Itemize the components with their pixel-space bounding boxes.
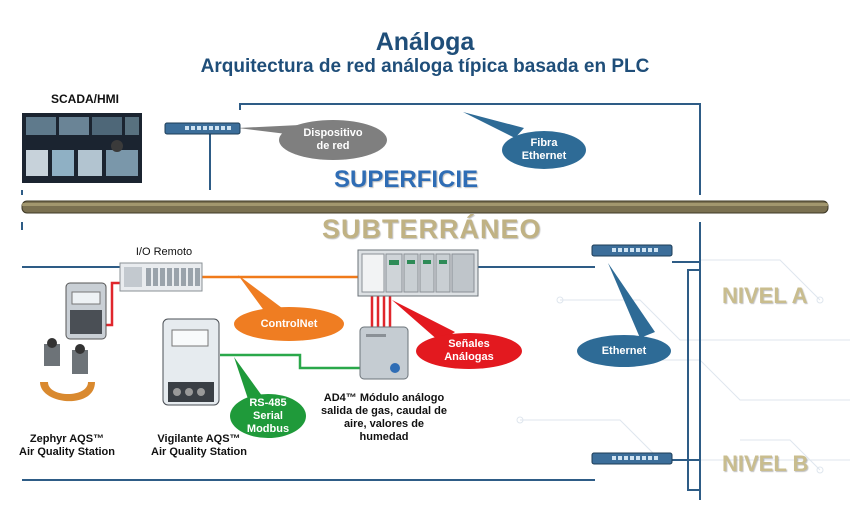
scada-hmi-image — [22, 113, 142, 183]
page-title: Análoga — [375, 28, 475, 56]
remote-io-zephyr-line — [103, 281, 120, 327]
callout-tail-fiber — [463, 112, 524, 138]
ad4-label-line1: AD4™ Módulo análogo — [323, 392, 445, 404]
vigilante-aqs-label-line2: Air Quality Station — [151, 446, 247, 458]
callout-tail-ethernet — [608, 263, 655, 338]
zephyr-aqs-label-line2: Air Quality Station — [19, 446, 115, 458]
ad4-module-label: AD4™ Módulo análogo salida de gas, cauda… — [318, 392, 450, 444]
callout-controlnet — [234, 307, 344, 341]
zone-label-underground: SUBTERRÁNEO — [322, 214, 542, 244]
callout-ethernet-text: Ethernet — [601, 345, 647, 357]
callout-tail-analog — [392, 300, 455, 342]
callout-tail-controlnet — [238, 275, 282, 316]
modbus-line — [220, 353, 360, 370]
callout-rs485-line3: Modbus — [246, 423, 290, 435]
callout-tail-rs485 — [234, 357, 265, 405]
zone-label-level-b: NIVEL B — [722, 451, 809, 476]
network-switch-level-b — [591, 452, 673, 465]
callout-analog-text: Señales Análogas — [420, 338, 518, 364]
callout-ethernet — [577, 335, 671, 367]
callout-rs485-line1: RS-485 — [249, 397, 287, 409]
callout-controlnet-text: ControlNet — [260, 318, 318, 330]
zone-label-surface: SUPERFICIE — [334, 166, 479, 193]
callout-network-device-line1: Dispositivo — [303, 127, 363, 139]
ad4-module — [359, 326, 409, 380]
callout-fiber — [502, 131, 586, 169]
zephyr-aqs-label: Zephyr AQS™ Air Quality Station — [14, 433, 120, 459]
vigilante-aqs-label: Vigilante AQS™ Air Quality Station — [146, 433, 252, 459]
zephyr-aqs-label-line1: Zephyr AQS™ — [29, 433, 105, 445]
ad4-label-line3: aire, valores de — [343, 418, 425, 430]
callout-network-device — [279, 120, 387, 160]
callout-analog-line2: Análogas — [444, 351, 494, 363]
callout-analog — [416, 333, 522, 369]
scada-hmi-label: SCADA/HMI — [51, 92, 119, 106]
callout-network-device-line2: de red — [316, 140, 350, 152]
callout-network-device-text: Dispositivo de red — [283, 127, 383, 153]
callout-analog-line1: Señales — [448, 338, 490, 350]
plc-rack — [357, 249, 479, 297]
ground-bar — [21, 200, 829, 214]
callout-rs485-line2: Serial — [253, 410, 283, 422]
vigilante-aqs-label-line1: Vigilante AQS™ — [157, 433, 241, 445]
zephyr-aqs-device — [40, 282, 107, 402]
vigilante-aqs-device — [162, 318, 220, 406]
page-subtitle: Arquitectura de red análoga típica basad… — [200, 56, 650, 77]
network-switch-top — [164, 122, 241, 135]
zone-label-level-a: NIVEL A — [722, 283, 808, 308]
callout-fiber-line1: Fibra — [530, 137, 558, 149]
network-switch-level-a — [591, 244, 673, 257]
callout-fiber-line2: Ethernet — [521, 150, 567, 162]
analog-signal-lines — [370, 292, 392, 327]
ad4-label-line2: salida de gas, caudal de — [321, 405, 447, 417]
callout-rs485-text: RS-485 Serial Modbus — [232, 397, 304, 436]
remote-io-label: I/O Remoto — [135, 246, 193, 258]
remote-io-module — [119, 262, 203, 292]
ad4-label-line4: humedad — [359, 431, 409, 443]
callout-rs485 — [230, 394, 306, 438]
callout-fiber-text: Fibra Ethernet — [504, 137, 584, 163]
